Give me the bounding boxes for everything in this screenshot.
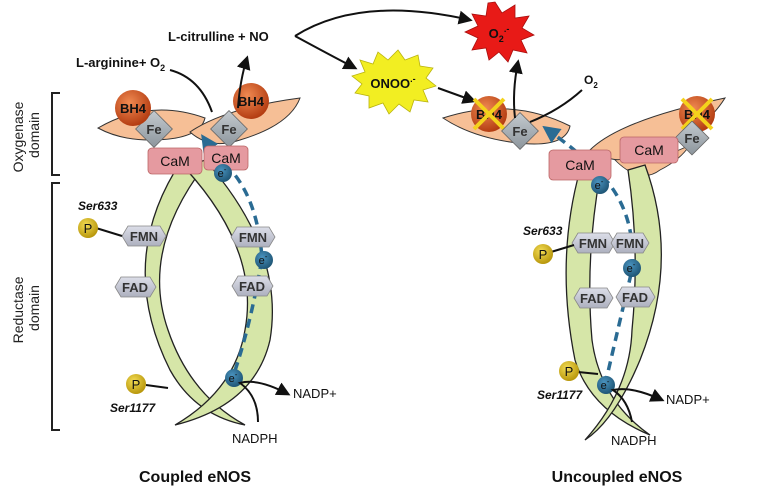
ser1177-label: Ser1177 bbox=[110, 401, 156, 415]
svg-text:FMN: FMN bbox=[579, 236, 607, 251]
fe-left: Fe bbox=[501, 112, 539, 150]
oxygenase-bracket bbox=[51, 92, 60, 176]
svg-text:Fe: Fe bbox=[221, 122, 236, 137]
svg-text:Fe: Fe bbox=[512, 124, 527, 139]
substrate-label: L-arginine+ O2 bbox=[76, 55, 165, 73]
no-to-onoo-arrow bbox=[294, 35, 358, 70]
nadph-arrow bbox=[237, 380, 291, 423]
svg-text:P: P bbox=[132, 377, 141, 392]
cam-left: CaM bbox=[147, 147, 203, 175]
uncoupled-enos: BH4 BH4 Fe Fe CaM CaM bbox=[441, 59, 727, 486]
svg-text:CaM: CaM bbox=[634, 142, 664, 158]
svg-text:Fe: Fe bbox=[684, 131, 699, 146]
nadp-label: NADP+ bbox=[666, 392, 710, 407]
onoo-to-bh4-arrow bbox=[437, 87, 477, 104]
electron-icon: e- bbox=[623, 259, 641, 277]
svg-text:FMN: FMN bbox=[616, 236, 644, 251]
svg-text:P: P bbox=[84, 221, 93, 236]
substrate-arrow bbox=[169, 69, 213, 113]
nadph-label: NADPH bbox=[611, 433, 657, 448]
peroxynitrite-burst: ONOO.- bbox=[351, 49, 437, 115]
ser633-label: Ser633 bbox=[78, 199, 118, 213]
nadph-arrow bbox=[610, 388, 665, 423]
superoxide-out-arrow bbox=[508, 59, 523, 119]
svg-text:P: P bbox=[565, 364, 574, 379]
fe-right: Fe bbox=[674, 120, 710, 156]
electron-icon: e- bbox=[591, 176, 609, 194]
uncoupled-title: Uncoupled eNOS bbox=[552, 469, 683, 486]
product-arrow bbox=[236, 55, 251, 109]
o2-in-line bbox=[529, 89, 583, 123]
svg-text:Fe: Fe bbox=[146, 122, 161, 137]
svg-text:e-: e- bbox=[259, 252, 268, 267]
svg-text:FAD: FAD bbox=[622, 290, 648, 305]
svg-text:FMN: FMN bbox=[130, 229, 158, 244]
cam-right: CaM bbox=[619, 136, 679, 164]
o2-label: O2 bbox=[584, 73, 598, 90]
coupled-enos: Fe Fe BH4 BH4 CaM CaM FMN bbox=[76, 29, 337, 486]
svg-text:FAD: FAD bbox=[239, 279, 265, 294]
svg-text:CaM: CaM bbox=[160, 153, 190, 169]
svg-text:BH4: BH4 bbox=[120, 101, 147, 116]
svg-text:FAD: FAD bbox=[122, 280, 148, 295]
bh4-right: BH4 bbox=[233, 83, 269, 119]
svg-text:ONOO.-: ONOO.- bbox=[370, 74, 415, 91]
svg-text:e-: e- bbox=[229, 370, 238, 385]
no-to-superoxide-arrow bbox=[294, 9, 473, 37]
product-label: L-citrulline + NO bbox=[168, 29, 269, 44]
electron-icon: e- bbox=[255, 251, 273, 269]
svg-text:CaM: CaM bbox=[565, 157, 595, 173]
fad-left: FAD bbox=[114, 276, 157, 298]
bh4-left: BH4 bbox=[115, 90, 151, 126]
cam-left: CaM bbox=[548, 149, 612, 181]
phospho-ser1177: P bbox=[126, 374, 146, 394]
svg-text:e-: e- bbox=[627, 260, 636, 275]
reductase-arm-right bbox=[174, 159, 273, 426]
phospho-ser633: P bbox=[78, 218, 98, 238]
electron-path bbox=[201, 134, 264, 386]
fad-right: FAD bbox=[231, 275, 274, 297]
electron-icon: e- bbox=[214, 164, 232, 182]
fe-right: Fe bbox=[210, 110, 248, 148]
fmn-left: FMN bbox=[571, 232, 616, 254]
phospho-ser633: P bbox=[533, 244, 553, 264]
svg-text:BH4: BH4 bbox=[238, 94, 265, 109]
nadp-label: NADP+ bbox=[293, 386, 337, 401]
reductase-bracket bbox=[51, 182, 60, 431]
coupled-title: Coupled eNOS bbox=[139, 469, 251, 486]
svg-text:FMN: FMN bbox=[239, 230, 267, 245]
svg-text:P: P bbox=[539, 247, 548, 262]
svg-text:e-: e- bbox=[218, 165, 227, 180]
ser633-link bbox=[95, 227, 123, 237]
fmn-right: FMN bbox=[610, 232, 650, 254]
svg-text:FAD: FAD bbox=[580, 291, 606, 306]
ser1177-link bbox=[145, 384, 169, 389]
nadph-label: NADPH bbox=[232, 431, 278, 446]
superoxide-burst: O2.- bbox=[464, 1, 535, 63]
fmn-left: FMN bbox=[121, 225, 167, 247]
ser1177-link bbox=[577, 371, 599, 375]
oxygenase-domain-label: Oxygenase domain bbox=[10, 98, 42, 173]
bh4-oxidized-right: BH4 bbox=[679, 96, 715, 132]
fad-right: FAD bbox=[615, 286, 656, 308]
svg-text:e-: e- bbox=[601, 377, 610, 392]
electron-icon: e- bbox=[597, 376, 615, 394]
svg-text:e-: e- bbox=[595, 177, 604, 192]
svg-text:O2.-: O2.- bbox=[489, 24, 510, 44]
bh4-oxidized-left: BH4 bbox=[471, 96, 507, 132]
ser633-label: Ser633 bbox=[523, 224, 563, 238]
reductase-domain-label: Reductase domain bbox=[10, 273, 42, 344]
ser633-link bbox=[550, 244, 575, 253]
phospho-ser1177: P bbox=[559, 361, 579, 381]
ser1177-label: Ser1177 bbox=[537, 388, 583, 402]
fmn-right: FMN bbox=[230, 226, 276, 248]
cam-right: CaM bbox=[203, 145, 249, 171]
fad-left: FAD bbox=[573, 287, 614, 309]
svg-text:CaM: CaM bbox=[211, 150, 241, 166]
